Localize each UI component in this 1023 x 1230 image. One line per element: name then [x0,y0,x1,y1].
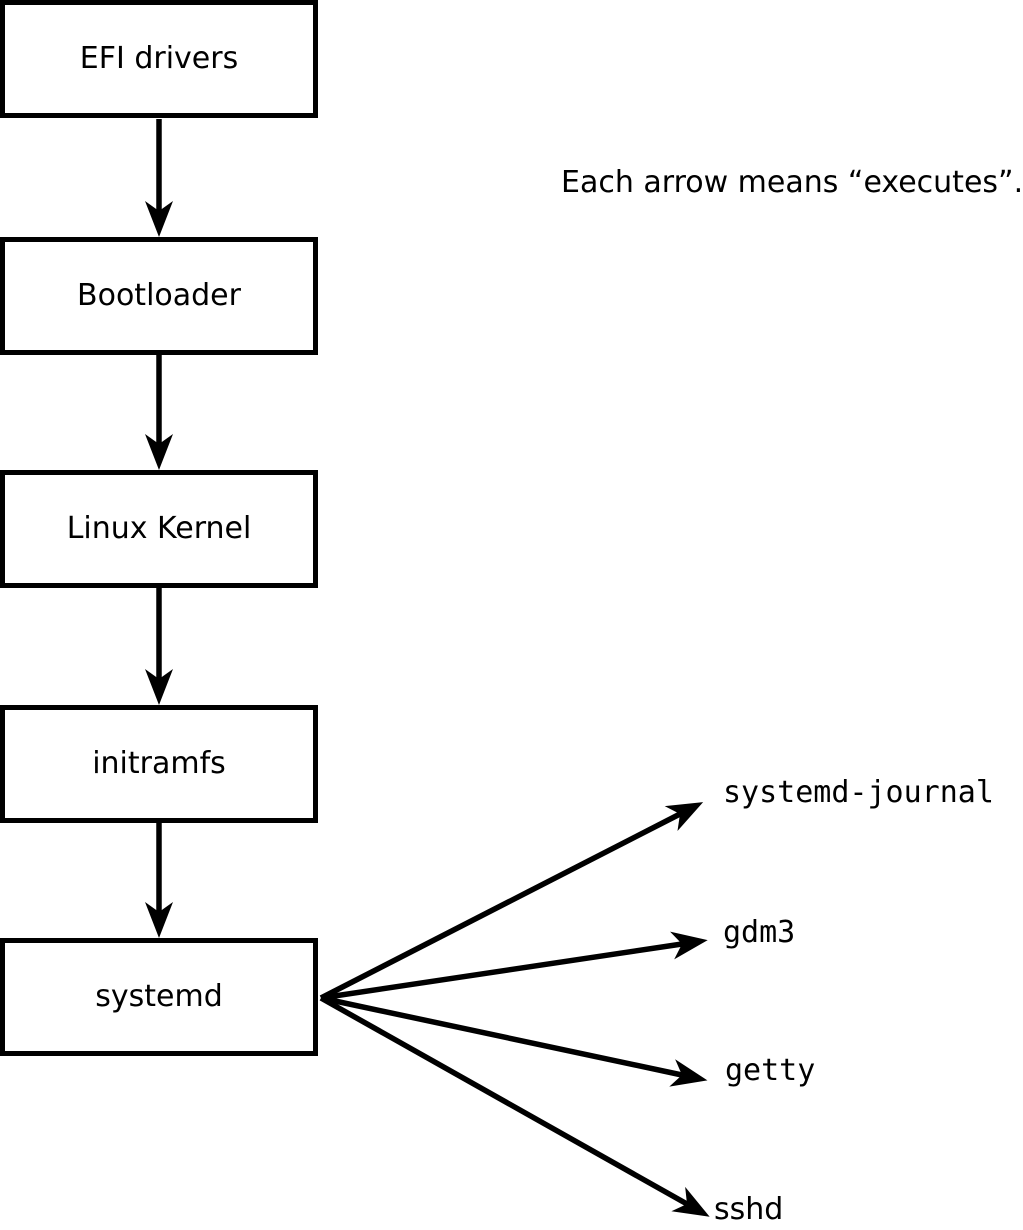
node-label: systemd [95,979,223,1014]
process-label-systemd-journal: systemd-journal [723,775,994,810]
arrow-systemd-to-sshd [319,995,710,1217]
process-label-gdm3: gdm3 [723,915,796,950]
node-efi-drivers: EFI drivers [0,0,318,118]
node-systemd: systemd [0,938,318,1056]
process-label-sshd: sshd [714,1192,784,1227]
node-linux-kernel: Linux Kernel [0,470,318,588]
node-label: initramfs [92,746,226,781]
process-label-getty: getty [725,1053,816,1088]
arrow-systemd-to-getty [320,995,708,1087]
arrow-systemd-to-systemd-journal [319,802,704,1001]
node-initramfs: initramfs [0,705,318,823]
node-label: Linux Kernel [66,511,252,546]
legend-note: Each arrow means “executes”. [561,165,1023,200]
node-bootloader: Bootloader [0,237,318,355]
arrow-systemd-to-gdm3 [320,931,708,1001]
node-label: Bootloader [77,278,241,313]
node-label: EFI drivers [79,41,239,76]
